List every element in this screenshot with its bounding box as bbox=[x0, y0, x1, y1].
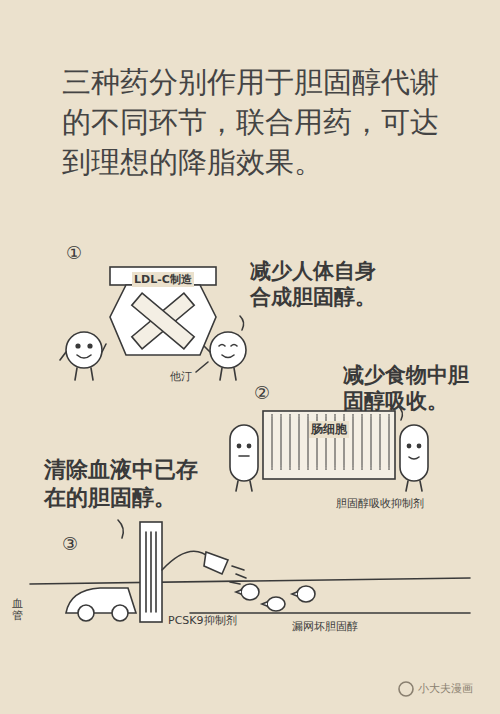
heading: 三种药分别作用于胆固醇代谢的不同环节，联合用药，可达到理想的降脂效果。 bbox=[62, 62, 446, 182]
cholesterol-chick bbox=[236, 584, 315, 611]
curtain-fold bbox=[299, 414, 300, 470]
statin-character bbox=[204, 332, 246, 380]
curtain-fold bbox=[353, 414, 354, 470]
intestine-cell-box: 肠细胞 bbox=[262, 410, 396, 480]
curtain-fold bbox=[290, 414, 291, 470]
curtain-fold bbox=[272, 414, 273, 470]
outline bbox=[263, 411, 395, 479]
drug-label: PCSK9抑制剂 bbox=[168, 614, 237, 628]
outline bbox=[110, 267, 216, 355]
pill-character bbox=[400, 425, 428, 491]
hexagon bbox=[110, 285, 216, 355]
speech-text: 减少食物中胆固醇吸收。 bbox=[343, 362, 475, 415]
curtain-fold bbox=[281, 414, 282, 470]
motion-lines bbox=[230, 566, 246, 584]
curtain-fold bbox=[380, 414, 381, 470]
cross-band bbox=[132, 293, 194, 349]
watermark: 小大夫漫画 bbox=[418, 682, 473, 696]
tower bbox=[140, 522, 228, 622]
node-text: LDL-C制造 bbox=[132, 272, 194, 287]
speech-text: 减少人体自身合成胆固醇。 bbox=[250, 258, 382, 311]
curtain-fold bbox=[389, 414, 390, 470]
drug-label: 他汀 bbox=[170, 370, 192, 384]
drug-label: 胆固醇吸收抑制剂 bbox=[336, 497, 424, 511]
cholesterol-label: 漏网坏胆固醇 bbox=[292, 620, 358, 634]
callout-number: ① bbox=[66, 242, 82, 265]
vacuum-car bbox=[66, 588, 136, 621]
speech-tick bbox=[240, 316, 244, 330]
node-text: 肠细胞 bbox=[309, 421, 349, 438]
callout-number: ② bbox=[254, 382, 270, 405]
speech-tick bbox=[118, 520, 123, 538]
curtain-fold bbox=[362, 414, 363, 470]
vessel-label: 血管 bbox=[12, 598, 23, 622]
speech-text: 清除血液中已存在的胆固醇。 bbox=[44, 456, 204, 511]
wechat-icon bbox=[399, 682, 413, 696]
factory-hexagon: LDL-C制造 bbox=[108, 265, 218, 357]
leader-line bbox=[196, 362, 208, 372]
cell-frame bbox=[263, 411, 395, 479]
cholesterol-character bbox=[60, 332, 106, 380]
pill-character bbox=[230, 425, 258, 491]
curtain-fold bbox=[371, 414, 372, 470]
vessel-wall bbox=[30, 578, 470, 584]
callout-number: ③ bbox=[62, 533, 78, 556]
cross-band bbox=[132, 293, 194, 349]
